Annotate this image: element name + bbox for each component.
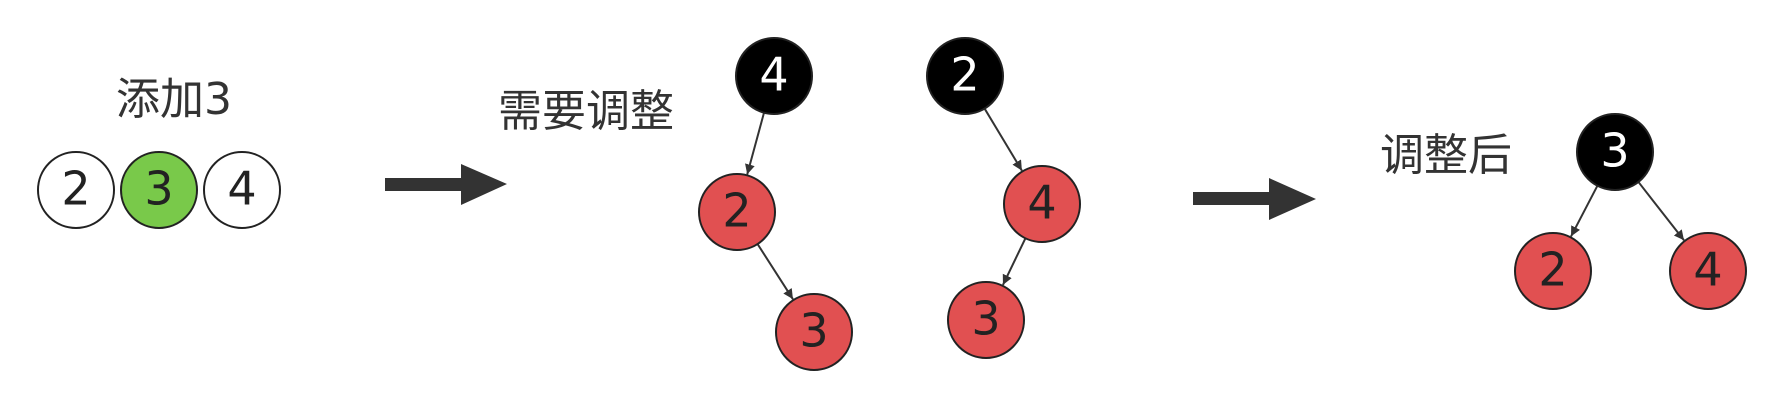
sequence-item-2: 2 [37, 151, 115, 229]
sequence-item-2-value: 2 [61, 162, 90, 216]
result-node-3: 3 [1576, 113, 1654, 191]
right-left-node-2-value: 2 [950, 48, 979, 102]
right-left-node-2: 2 [926, 37, 1004, 115]
left-left-node-2: 2 [698, 173, 776, 251]
flow-arrow-1 [385, 164, 507, 205]
left-left-edge-0 [745, 112, 765, 175]
after-adjust-label: 调整后 [1380, 130, 1512, 181]
left-left-node-4: 4 [735, 37, 813, 115]
result-edge-0 [1570, 185, 1599, 237]
add-label: 添加3 [116, 74, 232, 125]
result-node-4-circle [1669, 232, 1747, 310]
sequence-item-4-circle [203, 151, 281, 229]
result-node-3-value: 3 [1600, 124, 1629, 178]
result-node-4: 4 [1669, 232, 1747, 310]
right-left-node-4-circle [1003, 165, 1081, 243]
right-left-node-4-value: 4 [1027, 176, 1056, 230]
tree-right-left: 2 4 3 [926, 37, 1081, 359]
left-left-node-4-value: 4 [759, 48, 788, 102]
result-node-2: 2 [1514, 232, 1592, 310]
left-left-node-3: 3 [775, 293, 853, 371]
sequence-item-4-value: 4 [227, 162, 256, 216]
right-left-node-2-circle [926, 37, 1004, 115]
result-node-3-circle [1576, 113, 1654, 191]
right-left-node-3-value: 3 [971, 292, 1000, 346]
right-left-node-3-circle [947, 281, 1025, 359]
tree-left-left: 4 2 3 [698, 37, 853, 371]
result-node-2-value: 2 [1538, 243, 1567, 297]
left-left-node-3-value: 3 [799, 304, 828, 358]
needs-adjust-label: 需要调整 [498, 86, 674, 137]
right-left-edge-1 [1002, 237, 1027, 286]
result-node-4-value: 4 [1693, 243, 1722, 297]
flow-arrow-2 [1193, 178, 1316, 220]
sequence-item-3-value: 3 [144, 162, 173, 216]
left-left-edge-1 [756, 243, 794, 300]
sequence-item-2-circle [37, 151, 115, 229]
left-left-node-4-circle [735, 37, 813, 115]
result-edge-1 [1637, 181, 1685, 241]
left-left-node-2-value: 2 [722, 184, 751, 238]
sequence-item-3: 3 [120, 151, 198, 229]
tree-result: 3 2 4 [1514, 113, 1747, 310]
right-left-edge-0 [983, 108, 1023, 172]
sequence-item-3-circle [120, 151, 198, 229]
sequence-item-4: 4 [203, 151, 281, 229]
result-node-2-circle [1514, 232, 1592, 310]
left-left-node-2-circle [698, 173, 776, 251]
right-left-node-3: 3 [947, 281, 1025, 359]
right-left-node-4: 4 [1003, 165, 1081, 243]
left-left-node-3-circle [775, 293, 853, 371]
